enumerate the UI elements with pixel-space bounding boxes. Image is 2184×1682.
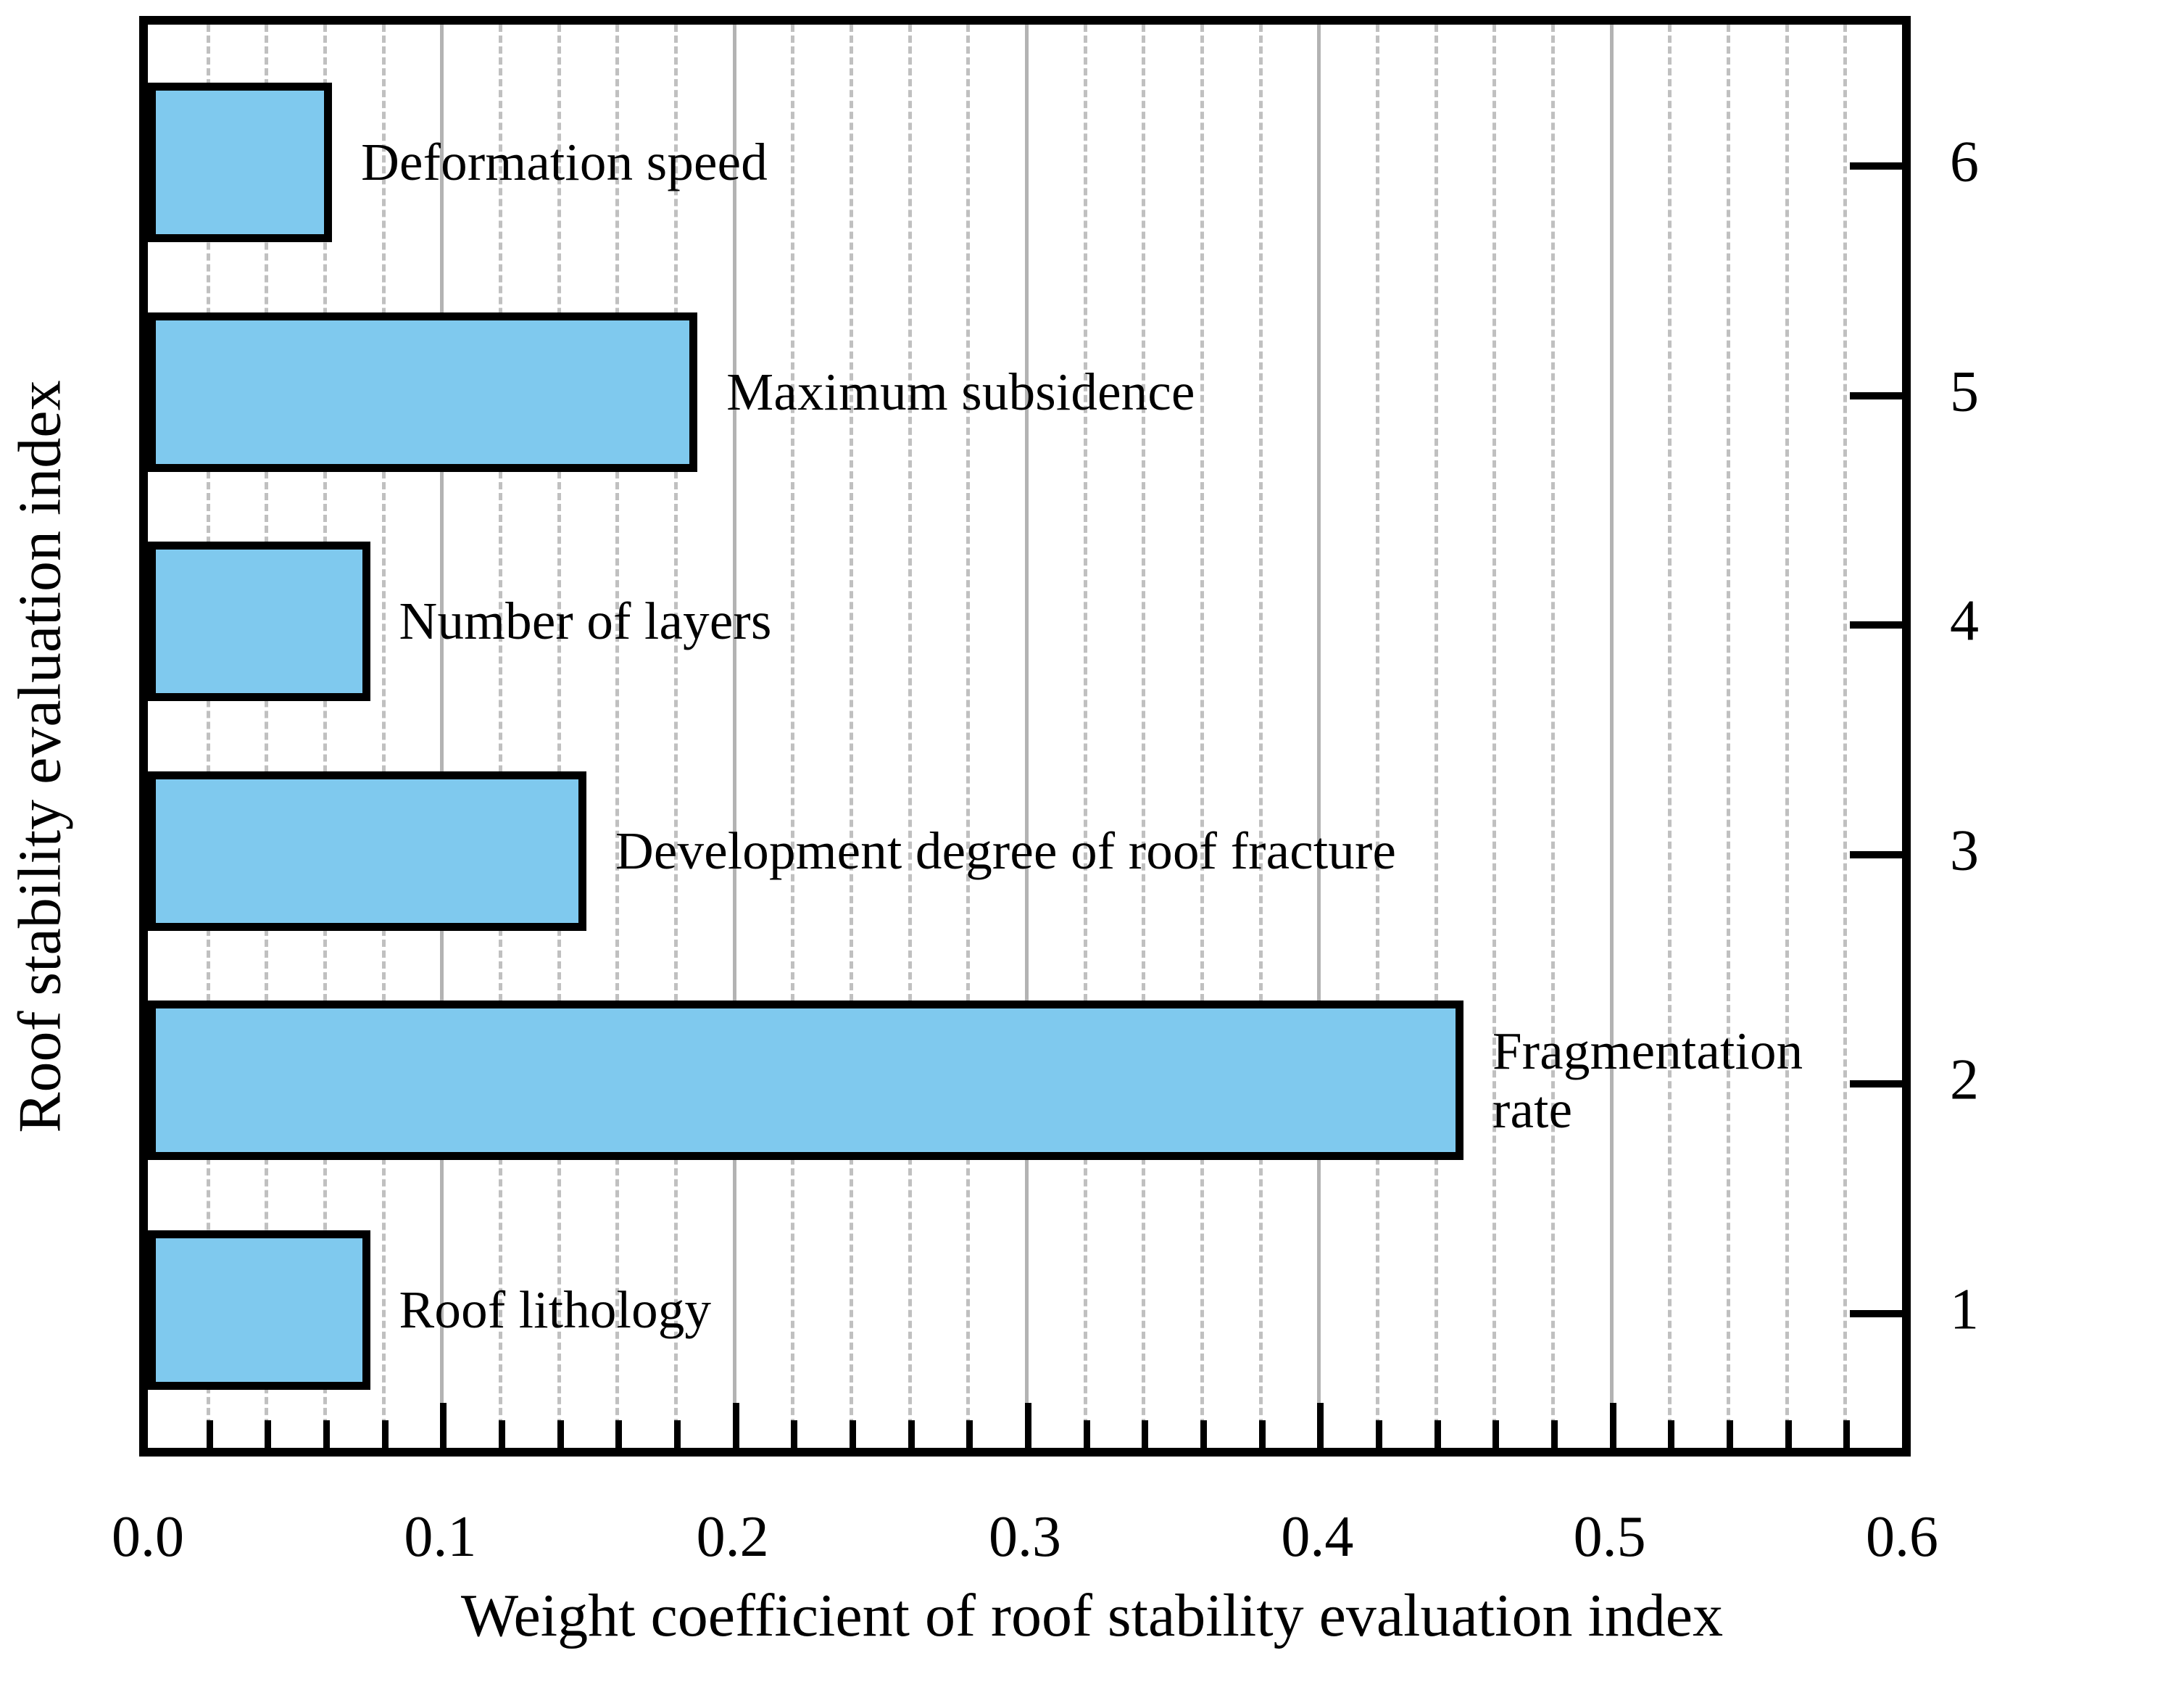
- y-tick: [1850, 1310, 1902, 1318]
- gridline-minor: [966, 25, 971, 1448]
- gridline-major: [1025, 25, 1029, 1448]
- y-tick: [1850, 1080, 1902, 1088]
- x-tick-label: 0.6: [1866, 1505, 1938, 1569]
- x-tick-major: [440, 1403, 447, 1448]
- gridline-minor: [615, 25, 620, 1448]
- x-tick-label: 0.3: [989, 1505, 1061, 1569]
- gridline-minor: [1434, 25, 1438, 1448]
- bar-label: Deformation speed: [361, 133, 768, 192]
- x-tick-minor: [1376, 1420, 1382, 1448]
- y-tick: [1850, 850, 1902, 858]
- x-tick-minor: [1434, 1420, 1441, 1448]
- x-tick-label: 0.2: [696, 1505, 769, 1569]
- x-tick-minor: [1843, 1420, 1851, 1448]
- x-tick-minor: [206, 1420, 213, 1448]
- bar-label: Fragmentation rate: [1492, 1021, 1803, 1140]
- x-axis-title: Weight coefficient of roof stability eva…: [460, 1582, 1724, 1649]
- y-tick-label: 6: [1950, 130, 1979, 194]
- bar-label: Maximum subsidence: [726, 362, 1195, 421]
- gridline-minor: [791, 25, 795, 1448]
- gridline-minor: [1492, 25, 1497, 1448]
- gridline-minor: [1843, 25, 1848, 1448]
- x-tick-minor: [1258, 1420, 1266, 1448]
- x-tick-minor: [323, 1420, 330, 1448]
- x-tick-major: [1317, 1403, 1324, 1448]
- x-tick-minor: [1668, 1420, 1675, 1448]
- gridline-major: [1609, 25, 1614, 1448]
- y-tick: [1850, 162, 1902, 170]
- gridline-minor: [850, 25, 853, 1448]
- bar: [148, 82, 333, 242]
- gridline-minor: [557, 25, 561, 1448]
- x-tick-minor: [381, 1420, 389, 1448]
- x-tick-minor: [1551, 1420, 1558, 1448]
- gridline-minor: [206, 25, 210, 1448]
- y-tick-label: 2: [1950, 1048, 1979, 1112]
- x-tick-minor: [1142, 1420, 1149, 1448]
- gridline-minor: [1200, 25, 1204, 1448]
- x-tick-minor: [1083, 1420, 1090, 1448]
- x-tick-minor: [966, 1420, 973, 1448]
- x-tick-minor: [1492, 1420, 1500, 1448]
- x-tick-label: 0.0: [112, 1505, 184, 1569]
- gridline-minor: [908, 25, 912, 1448]
- bar: [148, 312, 698, 472]
- gridline-minor: [1668, 25, 1672, 1448]
- gridline-major: [440, 25, 444, 1448]
- bar: [148, 771, 586, 931]
- x-tick-minor: [1785, 1420, 1792, 1448]
- x-tick-minor: [499, 1420, 505, 1448]
- gridline-minor: [1376, 25, 1379, 1448]
- gridline-minor: [499, 25, 502, 1448]
- y-tick-label: 1: [1950, 1277, 1979, 1342]
- bar: [148, 1230, 370, 1391]
- gridline-minor: [1258, 25, 1263, 1448]
- gridline-minor: [1727, 25, 1730, 1448]
- x-tick-label: 0.5: [1573, 1505, 1646, 1569]
- x-tick-minor: [1727, 1420, 1733, 1448]
- gridline-minor: [1551, 25, 1555, 1448]
- x-tick-label: 0.4: [1281, 1505, 1354, 1569]
- gridline-minor: [381, 25, 386, 1448]
- gridline-minor: [1142, 25, 1146, 1448]
- y-axis-title: Roof stability evaluation index: [6, 380, 74, 1133]
- bar-label: Number of layers: [399, 592, 772, 651]
- x-tick-major: [1025, 1403, 1031, 1448]
- gridline-minor: [265, 25, 269, 1448]
- x-tick-minor: [850, 1420, 856, 1448]
- x-tick-label: 0.1: [404, 1505, 477, 1569]
- bar-label: Development degree of roof fracture: [615, 821, 1397, 880]
- x-tick-minor: [265, 1420, 272, 1448]
- bar: [148, 542, 370, 702]
- gridline-minor: [323, 25, 327, 1448]
- y-tick-label: 3: [1950, 819, 1979, 883]
- y-tick: [1850, 621, 1902, 629]
- x-tick-minor: [557, 1420, 564, 1448]
- gridline-major: [1317, 25, 1321, 1448]
- gridline-minor: [1083, 25, 1087, 1448]
- x-tick-major: [732, 1403, 739, 1448]
- y-tick: [1850, 392, 1902, 399]
- gridline-major: [732, 25, 736, 1448]
- x-tick-major: [1609, 1403, 1616, 1448]
- gridline-minor: [1785, 25, 1789, 1448]
- bar: [148, 1000, 1463, 1161]
- x-tick-minor: [1200, 1420, 1207, 1448]
- y-tick-label: 4: [1950, 589, 1979, 653]
- x-tick-minor: [908, 1420, 915, 1448]
- x-tick-minor: [674, 1420, 681, 1448]
- bar-label: Roof lithology: [399, 1280, 712, 1340]
- gridline-minor: [674, 25, 678, 1448]
- x-tick-minor: [791, 1420, 798, 1448]
- x-tick-minor: [615, 1420, 623, 1448]
- y-tick-label: 5: [1950, 360, 1979, 424]
